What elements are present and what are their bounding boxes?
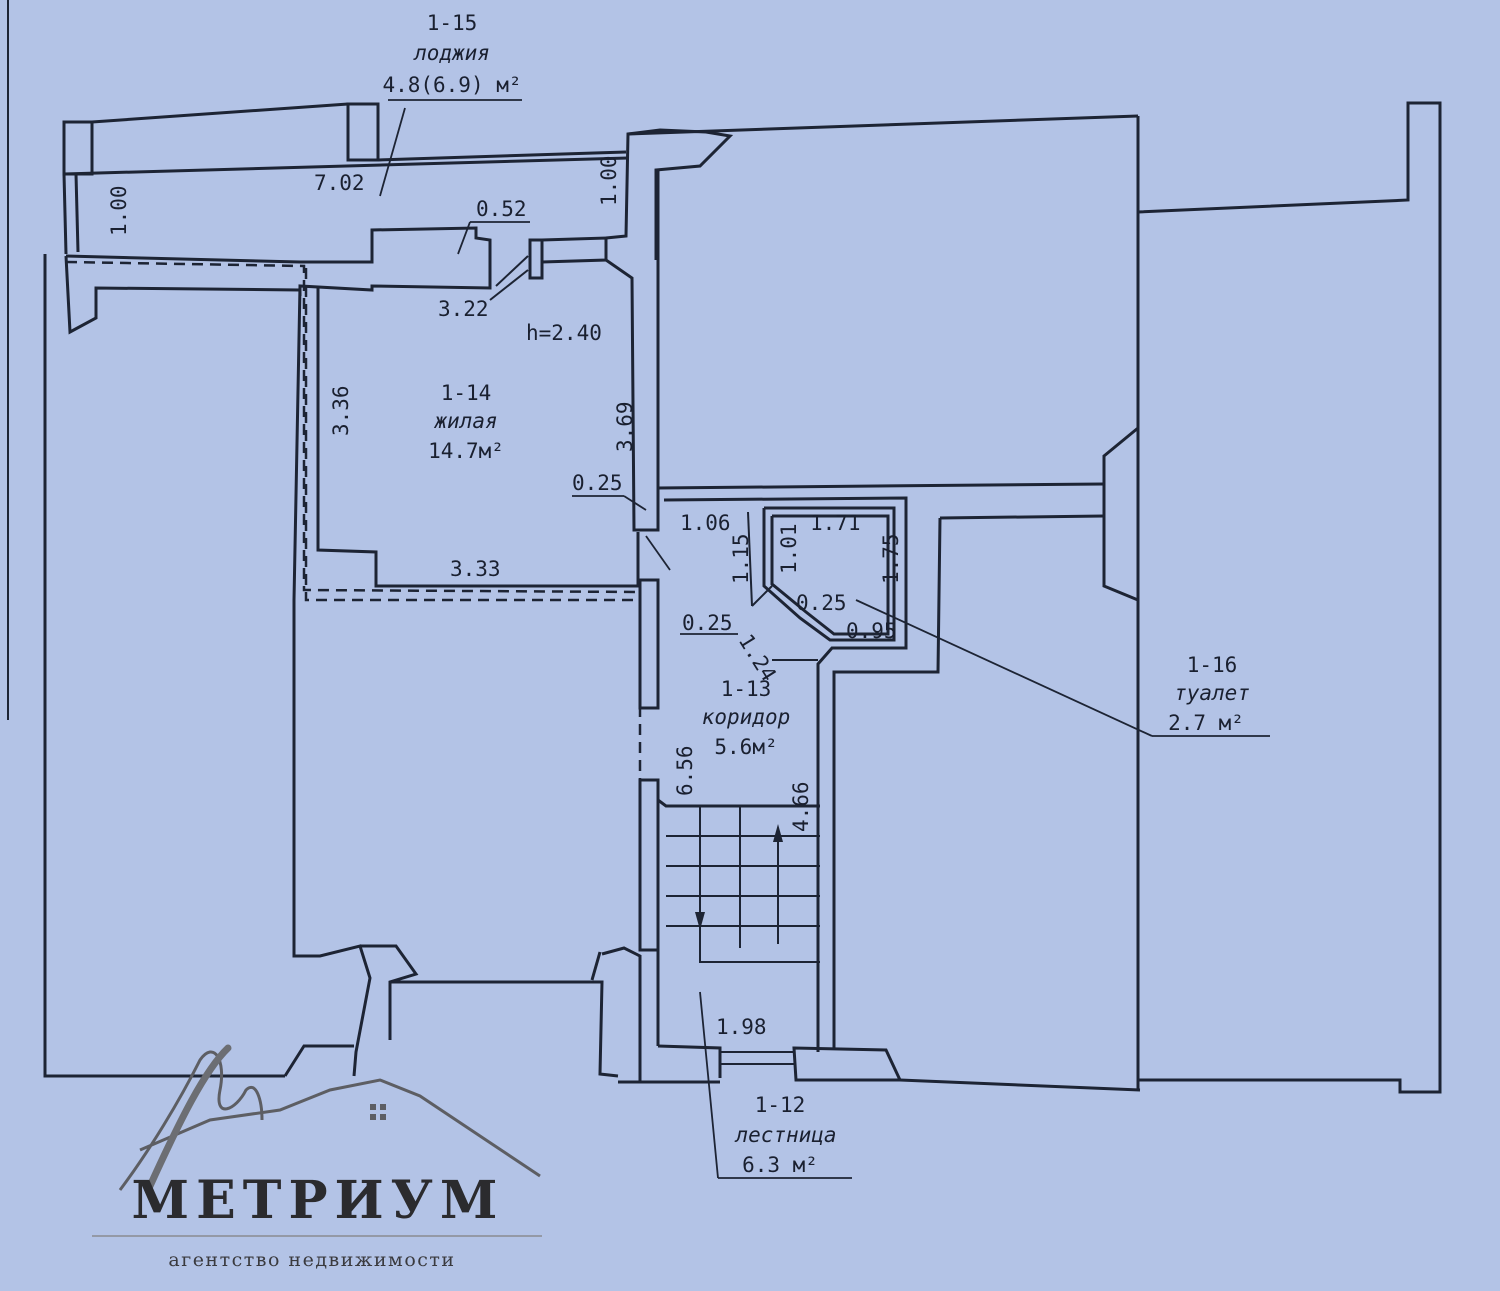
dim-living-left: 3.36 — [329, 385, 353, 436]
dim-stair-width: 1.98 — [716, 1015, 767, 1039]
stairs-area: 6.3 м² — [742, 1153, 818, 1177]
dim-loggia-depth-right: 1.00 — [597, 155, 621, 206]
agency-logo: МЕТРИУМ агентство недвижимости — [92, 1044, 542, 1271]
living-area: 14.7м² — [428, 439, 504, 463]
corridor-area: 5.6м² — [714, 735, 777, 759]
logo-tagline: агентство недвижимости — [168, 1249, 455, 1271]
dimension-labels: 7.02 1.00 1.00 0.52 3.22 3.36 3.69 3.33 … — [107, 155, 903, 1039]
leader-lines — [379, 99, 1270, 1179]
outer-walls — [43, 101, 1442, 1094]
logo-roof-icon — [118, 1050, 541, 1191]
living-room-walls — [64, 128, 734, 1084]
toilet-walls — [657, 482, 1105, 1052]
dim-106: 1.06 — [680, 511, 731, 535]
room-labels: 1-15 лоджия 4.8(6.9) м² 1-14 жилая 14.7м… — [382, 11, 1249, 1177]
dim-171: 1.71 — [810, 511, 861, 535]
stairs-name: лестница — [734, 1123, 836, 1147]
loggia-code: 1-15 — [427, 11, 478, 35]
dim-052: 0.52 — [476, 197, 527, 221]
ceiling-height: h=2.40 — [526, 321, 602, 345]
dim-115: 1.15 — [729, 533, 753, 584]
toilet-code: 1-16 — [1187, 653, 1238, 677]
dim-living-bottom: 3.33 — [450, 557, 501, 581]
living-code: 1-14 — [441, 381, 492, 405]
corridor-name: коридор — [702, 705, 791, 729]
dim-corridor-length: 6.56 — [673, 745, 697, 796]
loggia-walls — [62, 102, 629, 255]
dim-025-c: 0.25 — [682, 611, 733, 635]
toilet-name: туалет — [1174, 681, 1250, 705]
dim-loggia-depth-left: 1.00 — [107, 185, 131, 236]
toilet-area: 2.7 м² — [1168, 711, 1244, 735]
stairs-code: 1-12 — [755, 1093, 806, 1117]
logo-wordmark: МЕТРИУМ — [132, 1170, 505, 1231]
dim-025-a: 0.25 — [572, 471, 623, 495]
dim-stair-length: 4.66 — [789, 781, 813, 832]
dim-living-width: 3.22 — [438, 297, 489, 321]
corridor-code: 1-13 — [721, 677, 772, 701]
living-name: жилая — [433, 409, 497, 433]
staircase — [618, 798, 903, 1084]
loggia-name: лоджия — [413, 41, 490, 65]
dim-175: 1.75 — [879, 533, 903, 584]
loggia-area: 4.8(6.9) м² — [382, 73, 521, 97]
dim-095: 0.95 — [846, 619, 897, 643]
dim-living-right: 3.69 — [613, 401, 637, 452]
dim-loggia-length: 7.02 — [314, 171, 365, 195]
dim-101: 1.01 — [777, 523, 801, 574]
dim-025-b: 0.25 — [796, 591, 847, 615]
